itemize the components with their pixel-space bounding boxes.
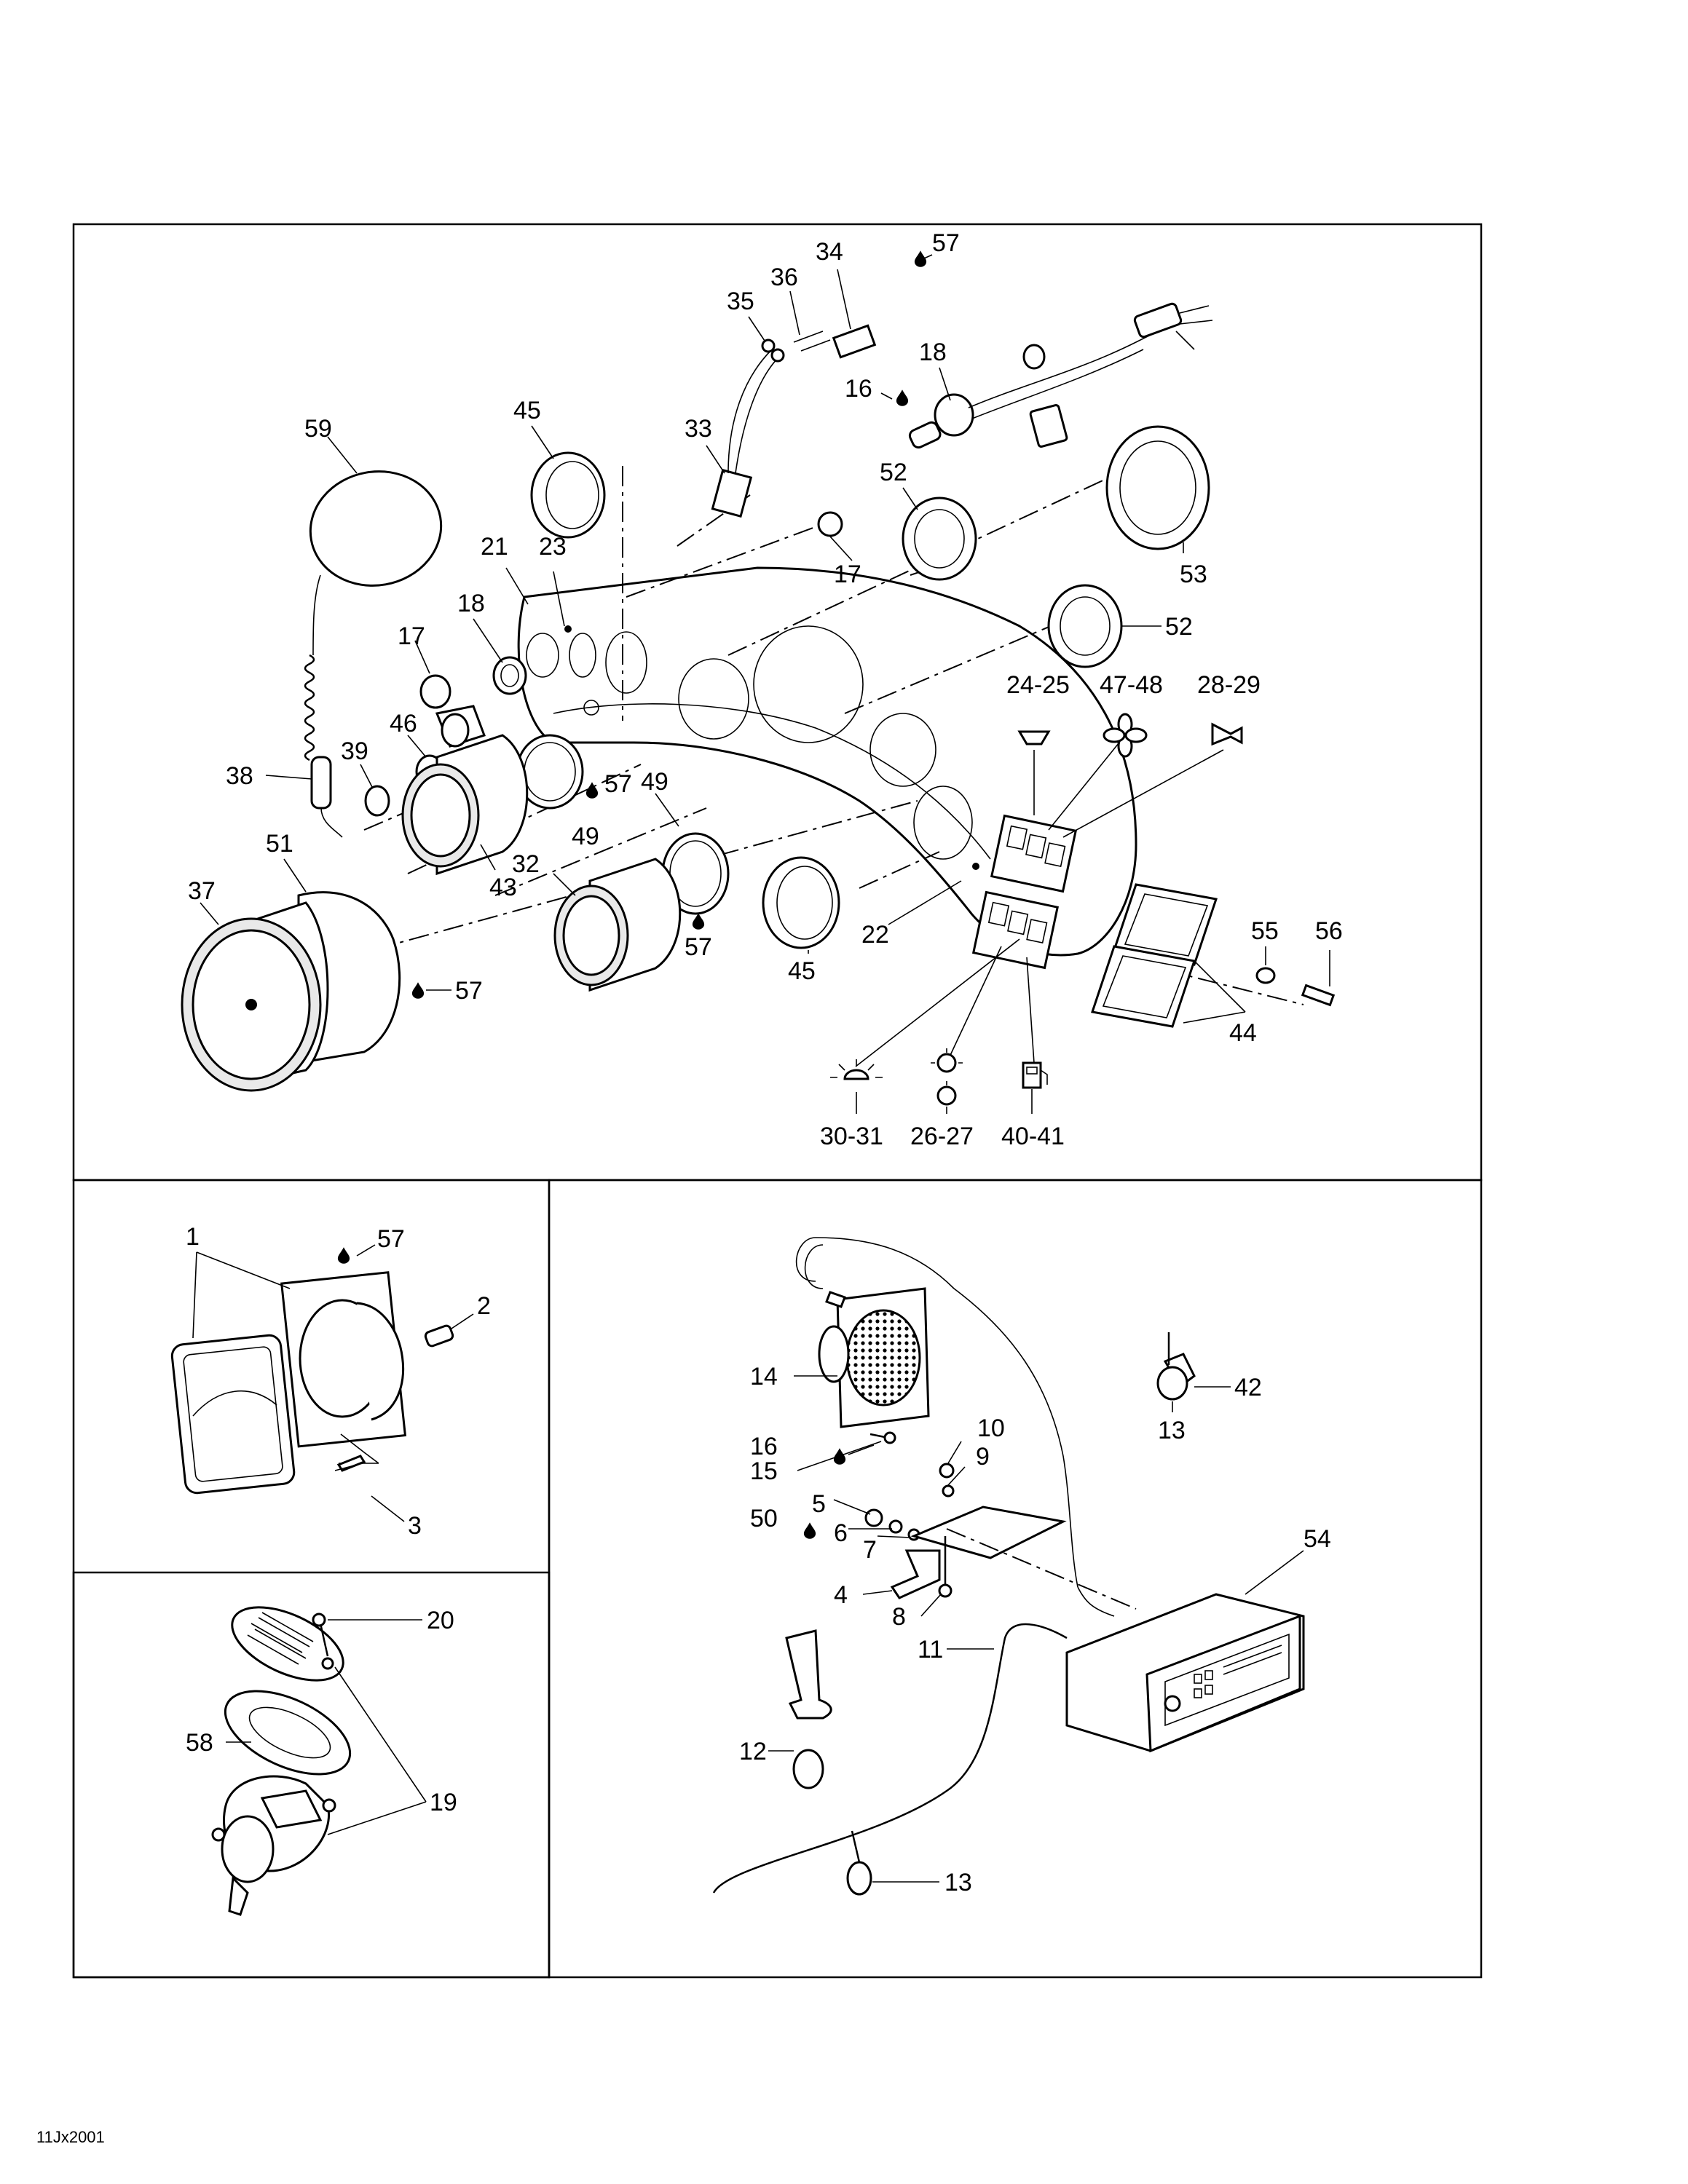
drain-leader-lines (226, 1619, 427, 1835)
vent-assembly (170, 1271, 454, 1495)
top-callout-labels: 57 34 36 35 18 16 33 45 59 52 53 21 23 1… (188, 229, 1343, 1150)
callout-label: 4 (834, 1581, 848, 1609)
callout-label: 17 (834, 561, 861, 588)
callout-label: 26-27 (910, 1123, 974, 1150)
figure-code: 11Jx2001 (36, 2128, 105, 2146)
callout-label: 40-41 (1001, 1123, 1065, 1150)
switch-icons (830, 713, 1243, 1114)
callout-label: 52 (1165, 613, 1193, 641)
callout-label: 46 (390, 710, 417, 737)
callout-label: 56 (1315, 917, 1343, 945)
callout-label: 11 (918, 1636, 943, 1663)
callout-label: 42 (1234, 1374, 1262, 1401)
lubricant-drop-icon (803, 1522, 816, 1539)
navigation-light-icon (1017, 730, 1051, 745)
callout-label: 49 (641, 768, 669, 796)
callout-label: 58 (186, 1729, 213, 1757)
callout-label: 9 (976, 1443, 990, 1471)
callout-label: 44 (1229, 1019, 1257, 1047)
drain-callout-labels: 20 58 19 (186, 1607, 457, 1816)
callout-label: 17 (398, 622, 425, 650)
callout-label: 57 (377, 1225, 405, 1253)
callout-label: 32 (512, 850, 540, 878)
lubricant-drop-icon (337, 1247, 350, 1264)
callout-label: 55 (1251, 917, 1279, 945)
callout-label: 36 (770, 264, 798, 291)
fuel-pump-icon (1022, 1061, 1048, 1089)
bilge-pump-icon (931, 1048, 963, 1106)
callout-label: 3 (408, 1512, 422, 1540)
horn-icon (1211, 722, 1243, 746)
callout-label: 34 (816, 238, 843, 266)
stereo-assembly (712, 1237, 1305, 1896)
callout-label: 22 (861, 921, 889, 949)
callout-label: 30-31 (820, 1123, 883, 1150)
callout-label: 47-48 (1100, 671, 1163, 699)
panel-frames (72, 223, 1483, 1979)
stereo-callout-labels: 14 10 9 16 15 5 50 6 7 42 13 54 4 8 11 1… (739, 1363, 1331, 1896)
callout-label: 19 (430, 1789, 457, 1816)
blower-fan-icon (1103, 713, 1148, 758)
callout-label: 1 (186, 1223, 200, 1251)
callout-label: 50 (750, 1505, 778, 1532)
lubricant-drop-icon (411, 982, 425, 999)
callout-label: 16 (845, 375, 872, 403)
callout-label: 12 (739, 1738, 767, 1765)
vent-leader-lines (192, 1244, 474, 1522)
callout-label: 15 (750, 1457, 778, 1485)
callout-label: 39 (341, 737, 368, 765)
callout-label: 59 (304, 415, 332, 443)
callout-label: 8 (892, 1603, 906, 1631)
callout-label: 5 (812, 1490, 826, 1518)
lubricant-drop-icon (585, 782, 599, 799)
callout-label: 45 (513, 397, 541, 424)
callout-label: 20 (427, 1607, 454, 1634)
callout-label: 33 (685, 415, 712, 443)
lubricant-drop-icon (896, 389, 909, 406)
callout-label: 23 (539, 533, 567, 561)
callout-label: 49 (572, 823, 599, 850)
callout-label: 21 (481, 533, 508, 561)
callout-label: 14 (750, 1363, 778, 1390)
callout-label: 10 (977, 1415, 1005, 1442)
callout-label: 28-29 (1197, 671, 1261, 699)
callout-label: 52 (880, 459, 907, 486)
callout-label: 38 (226, 762, 253, 790)
callout-label: 13 (944, 1869, 972, 1896)
vent-callout-labels: 1 57 2 3 (186, 1223, 491, 1540)
callout-label: 13 (1158, 1417, 1186, 1444)
callout-label: 57 (604, 770, 632, 798)
top-leader-lines (200, 254, 1330, 1024)
callout-label: 43 (489, 874, 517, 901)
drain-assembly (211, 1606, 352, 1916)
callout-label: 54 (1304, 1525, 1331, 1553)
callout-label: 7 (863, 1536, 877, 1564)
callout-label: 57 (685, 933, 712, 961)
light-icon (830, 1059, 883, 1080)
callout-label: 6 (834, 1519, 848, 1547)
callout-label: 24-25 (1006, 671, 1070, 699)
stereo-leader-lines (768, 1375, 1304, 1883)
callout-label: 57 (455, 977, 483, 1005)
callout-label: 57 (932, 229, 960, 257)
lubricant-drop-icon (692, 913, 705, 930)
callout-label: 18 (457, 590, 485, 617)
callout-label: 53 (1180, 561, 1207, 588)
callout-label: 18 (919, 339, 947, 366)
callout-label: 16 (750, 1433, 778, 1460)
callout-label: 35 (727, 288, 754, 315)
callout-label: 45 (788, 957, 816, 985)
dashboard-assembly (181, 302, 1336, 1092)
callout-label: 2 (477, 1292, 491, 1320)
callout-label: 37 (188, 877, 216, 905)
callout-label: 51 (266, 830, 293, 858)
